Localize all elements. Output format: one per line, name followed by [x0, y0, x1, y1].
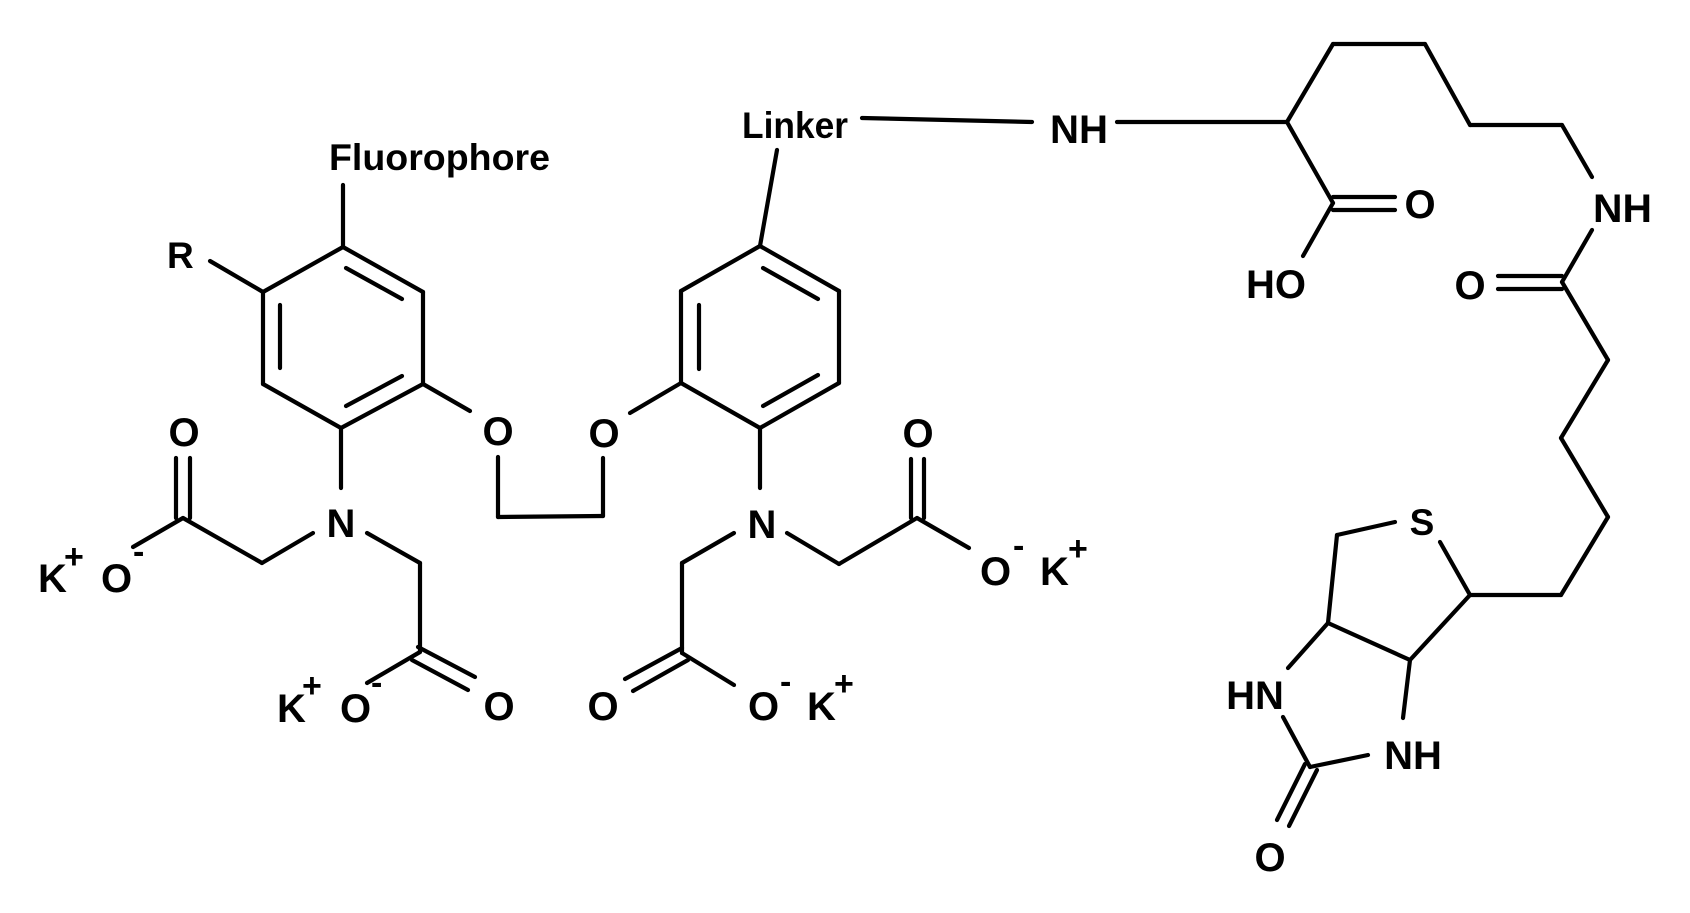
potassium-ion: K: [38, 557, 67, 601]
plus-charge: +: [302, 667, 322, 705]
linker-ring-bond: [757, 147, 780, 249]
carbonyl-oxygen-right-lower: O: [587, 685, 618, 729]
amide-nh-label: NH: [1050, 108, 1108, 152]
lysine-backbone: [1114, 41, 1595, 259]
potassium-ion: K: [807, 685, 836, 729]
r-group-label: R: [167, 235, 194, 276]
ether-oxygen-left: O: [482, 410, 513, 454]
ureido-ring: [1274, 620, 1413, 829]
ureido-nh-label: NH: [1384, 734, 1442, 778]
sulfur-label: S: [1410, 502, 1435, 543]
fluorophore-benzene-ring: [260, 244, 426, 431]
minus-charge: -: [371, 664, 382, 702]
nitrogen-right: N: [748, 503, 777, 547]
biotin-amide-oxygen: O: [1454, 264, 1485, 308]
carboxylate-oxygen: O: [748, 685, 779, 729]
minus-charge: -: [1013, 527, 1024, 565]
minus-charge: -: [133, 533, 144, 571]
acid-carbonyl-oxygen: O: [1404, 183, 1435, 227]
potassium-ion: K: [277, 687, 306, 731]
right-lower-carboxylate: [622, 530, 737, 694]
carboxylate-oxygen: O: [980, 550, 1011, 594]
ether-oxygen-right: O: [588, 412, 619, 456]
minus-charge: -: [780, 663, 791, 701]
biotin-valeryl-chain: [1467, 227, 1611, 598]
fluorophore-label: Fluorophore: [329, 137, 550, 178]
plus-charge: +: [1068, 530, 1088, 568]
plus-charge: +: [64, 538, 84, 576]
carbonyl-oxygen-right-upper: O: [902, 412, 933, 456]
carbonyl-oxygen-left-upper: O: [168, 411, 199, 455]
r-group-bond: [207, 258, 266, 295]
carboxylate-oxygen: O: [101, 557, 132, 601]
carboxylate-oxygen: O: [340, 687, 371, 731]
linker-to-lysine-bond: [859, 115, 1035, 125]
plus-charge: +: [834, 665, 854, 703]
carbonyl-oxygen-left-lower: O: [483, 685, 514, 729]
acid-hydroxyl-label: HO: [1246, 263, 1306, 307]
lysine-epsilon-nh-label: NH: [1593, 187, 1652, 231]
thiophane-ring: [1325, 519, 1473, 663]
ureido-hn-label: HN: [1226, 674, 1284, 718]
potassium-ion: K: [1040, 550, 1069, 594]
ureido-carbonyl-oxygen: O: [1254, 836, 1285, 880]
nitrogen-left: N: [327, 502, 356, 546]
right-upper-carboxylate: [784, 456, 972, 567]
linker-benzene-ring: [678, 243, 842, 431]
linker-label: Linker: [742, 105, 848, 146]
left-lower-carboxylate: [364, 530, 478, 693]
ethylene-glycol-bridge: [420, 380, 684, 520]
left-upper-carboxylate: [130, 455, 316, 566]
